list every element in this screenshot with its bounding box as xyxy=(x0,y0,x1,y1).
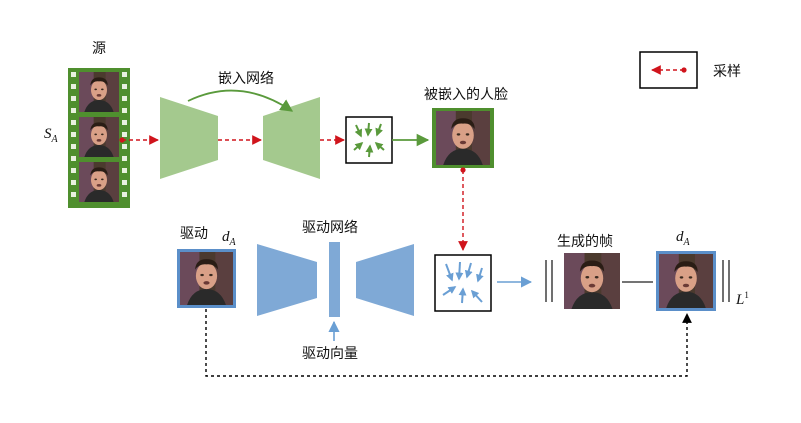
driver-variable: dA xyxy=(222,229,236,248)
loss-label: L1 xyxy=(736,290,749,308)
output-variable: dA xyxy=(676,229,690,248)
source-label: 源 xyxy=(92,41,106,57)
driver-vector-label: 驱动向量 xyxy=(302,346,358,362)
source-film-strip xyxy=(68,68,130,208)
source-variable: SA xyxy=(44,126,58,145)
driver-net-bottleneck xyxy=(329,242,340,317)
embed-net-decoder xyxy=(263,97,320,179)
embed-net-label: 嵌入网络 xyxy=(218,71,274,87)
driver-net-encoder xyxy=(257,244,317,316)
generated-frame-image xyxy=(564,253,620,309)
green-arrow-field-icon xyxy=(345,116,393,164)
legend-sampling-label: 采样 xyxy=(713,64,741,80)
source-frame-3 xyxy=(79,162,119,202)
generated-frame-label: 生成的帧 xyxy=(557,234,613,250)
embed-net-encoder xyxy=(160,97,218,179)
embedded-face-label: 被嵌入的人脸 xyxy=(424,87,508,103)
blue-arrow-field-icon xyxy=(434,254,492,312)
driver-net-decoder xyxy=(356,244,414,316)
embed-net-arc xyxy=(187,89,294,112)
driver-net-label: 驱动网络 xyxy=(302,220,358,236)
target-frame-image xyxy=(659,254,713,308)
legend xyxy=(639,51,698,89)
source-frame-2 xyxy=(79,117,119,157)
comparison-connector xyxy=(205,309,692,377)
driver-label: 驱动 xyxy=(180,226,208,242)
embedded-face-image xyxy=(436,111,490,165)
loss-bars xyxy=(545,260,730,302)
source-frame-1 xyxy=(79,72,119,112)
driver-face-image xyxy=(180,252,233,305)
